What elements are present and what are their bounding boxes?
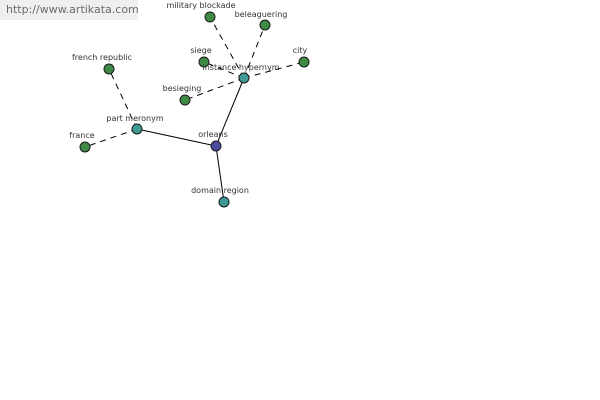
- node-label-french-republic[interactable]: french republic: [72, 53, 132, 62]
- edge-instance-hypernym-to-siege: [203, 61, 245, 79]
- node-label-siege[interactable]: siege: [190, 46, 211, 55]
- node-label-orleans[interactable]: orleans: [198, 130, 227, 139]
- node-label-instance-hypernym[interactable]: instance hypernym: [203, 63, 280, 72]
- node-orleans[interactable]: [210, 140, 222, 152]
- edge-orleans-to-part-meronym: [136, 128, 217, 147]
- node-label-part-meronym[interactable]: part meronym: [106, 114, 163, 123]
- watermark-box: http://www.artikata.com: [0, 0, 139, 20]
- labels-layer: orleans part meronym instance hypernym doma…: [69, 1, 307, 195]
- edge-part-meronym-to-france: [84, 128, 138, 148]
- edge-part-meronym-to-french-republic: [108, 68, 138, 130]
- node-siege[interactable]: [198, 56, 210, 68]
- node-label-city[interactable]: city: [293, 46, 308, 55]
- edge-orleans-to-instance-hypernym: [215, 77, 245, 147]
- edge-instance-hypernym-to-military-blockade: [209, 16, 245, 79]
- node-label-military-blockade[interactable]: military blockade: [166, 1, 235, 10]
- node-label-france[interactable]: france: [69, 131, 94, 140]
- node-besieging[interactable]: [179, 94, 191, 106]
- edge-instance-hypernym-to-beleaguering: [243, 24, 266, 79]
- node-label-besieging[interactable]: besieging: [163, 84, 202, 93]
- watermark-link[interactable]: http://www.artikata.com: [6, 3, 139, 16]
- node-beleaguering[interactable]: [259, 19, 271, 31]
- node-french-republic[interactable]: [103, 63, 115, 75]
- node-label-beleaguering[interactable]: beleaguering: [235, 10, 288, 19]
- node-label-domain-region[interactable]: domain region: [191, 186, 249, 195]
- node-city[interactable]: [298, 56, 310, 68]
- node-instance-hypernym[interactable]: [238, 72, 250, 84]
- node-france[interactable]: [79, 141, 91, 153]
- nodes-layer: [79, 11, 310, 208]
- node-part-meronym[interactable]: [131, 123, 143, 135]
- node-domain-region[interactable]: [218, 196, 230, 208]
- node-military-blockade[interactable]: [204, 11, 216, 23]
- edges-layer: [84, 16, 305, 203]
- edge-orleans-to-domain-region: [215, 145, 225, 203]
